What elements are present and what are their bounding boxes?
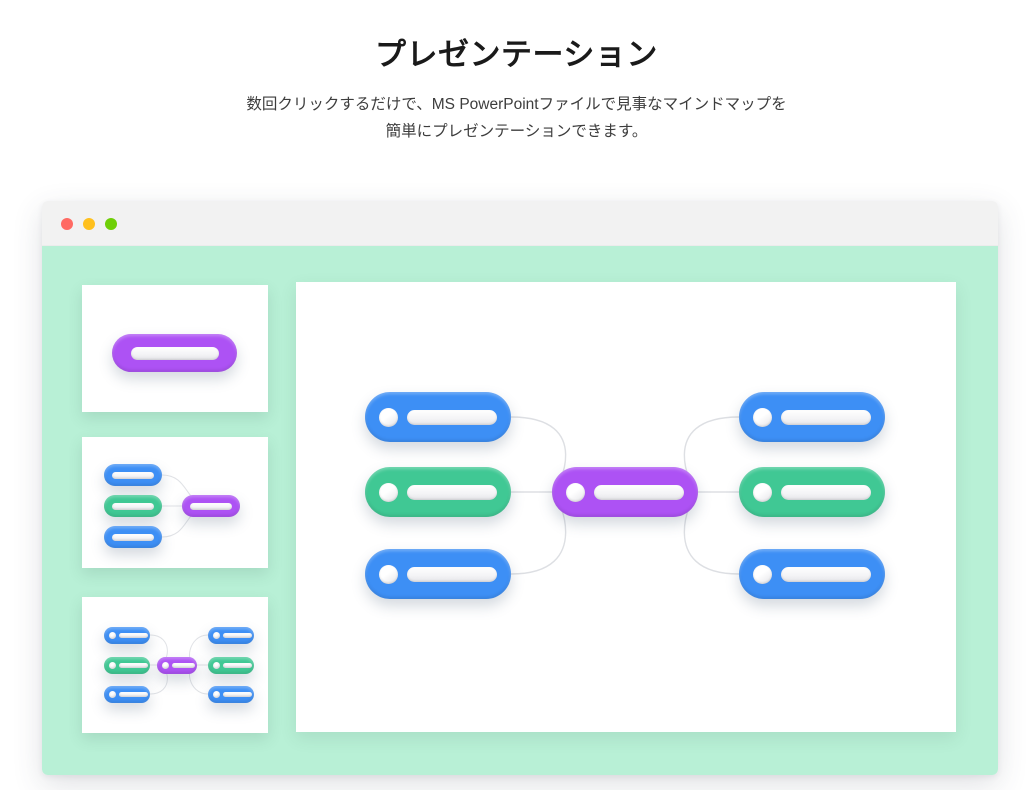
node-label-bar <box>594 484 684 500</box>
mindmap-left-node-1[interactable] <box>365 392 511 442</box>
node-label-bar <box>781 566 871 582</box>
node-label-bar <box>119 663 148 668</box>
node-label-bar <box>223 692 252 697</box>
heading-block: プレゼンテーション 数回クリックするだけで、MS PowerPointファイルで… <box>0 36 1033 145</box>
traffic-light-group <box>61 218 117 230</box>
mindmap-right-node-2[interactable] <box>739 467 885 517</box>
workspace <box>42 246 998 775</box>
node-bullet-icon <box>162 662 169 669</box>
window-title-bar <box>42 201 998 246</box>
mindmap-right-node-3[interactable] <box>739 549 885 599</box>
node-label-bar <box>131 346 219 360</box>
thumb3-left-node-1[interactable] <box>104 627 150 644</box>
node-label-bar <box>190 502 232 510</box>
node-label-bar <box>112 471 154 479</box>
thumb3-right-node-3[interactable] <box>208 686 254 703</box>
thumb3-right-node-2[interactable] <box>208 657 254 674</box>
node-label-bar <box>119 633 148 638</box>
node-bullet-icon <box>379 407 398 427</box>
node-bullet-icon <box>753 482 772 502</box>
node-label-bar <box>223 663 252 668</box>
thumb3-root-node[interactable] <box>157 657 197 674</box>
node-label-bar <box>112 533 154 541</box>
slide-thumbnail-2[interactable] <box>82 437 268 568</box>
thumb2-branch-node-3[interactable] <box>104 526 162 548</box>
node-bullet-icon <box>109 691 116 698</box>
thumb3-left-node-3[interactable] <box>104 686 150 703</box>
node-bullet-icon <box>379 482 398 502</box>
node-label-bar <box>172 663 195 668</box>
thumb3-left-node-2[interactable] <box>104 657 150 674</box>
thumb3-right-node-1[interactable] <box>208 627 254 644</box>
node-bullet-icon <box>213 691 220 698</box>
thumb2-root-node[interactable] <box>182 495 240 517</box>
maximize-icon[interactable] <box>105 218 117 230</box>
thumb2-branch-node-2[interactable] <box>104 495 162 517</box>
mindmap-right-node-1[interactable] <box>739 392 885 442</box>
slide-thumbnail-3[interactable] <box>82 597 268 733</box>
node-label-bar <box>112 502 154 510</box>
thumb1-root-node[interactable] <box>112 334 237 372</box>
mindmap-canvas[interactable] <box>296 282 956 732</box>
slide-thumbnail-rail <box>82 285 268 733</box>
page-title: プレゼンテーション <box>375 37 658 72</box>
mindmap-left-node-2[interactable] <box>365 467 511 517</box>
page-subtitle: 数回クリックするだけで、MS PowerPointファイルで見事なマインドマップ… <box>0 91 1033 145</box>
node-label-bar <box>223 633 252 638</box>
minimize-icon[interactable] <box>83 218 95 230</box>
node-bullet-icon <box>379 564 398 584</box>
node-bullet-icon <box>753 407 772 427</box>
thumb2-branch-node-1[interactable] <box>104 464 162 486</box>
node-bullet-icon <box>753 564 772 584</box>
node-label-bar <box>407 566 497 582</box>
node-bullet-icon <box>109 662 116 669</box>
close-icon[interactable] <box>61 218 73 230</box>
node-bullet-icon <box>109 632 116 639</box>
node-bullet-icon <box>213 662 220 669</box>
page-subtitle-line-2: 簡単にプレゼンテーションできます。 <box>385 122 648 140</box>
node-bullet-icon <box>213 632 220 639</box>
mindmap-root-node[interactable] <box>552 467 698 517</box>
node-label-bar <box>119 692 148 697</box>
slide-thumbnail-1[interactable] <box>82 285 268 412</box>
app-window-mockup <box>42 201 998 775</box>
page-subtitle-line-1: 数回クリックするだけで、MS PowerPointファイルで見事なマインドマップ… <box>246 95 787 113</box>
node-bullet-icon <box>566 482 585 502</box>
node-label-bar <box>781 484 871 500</box>
node-label-bar <box>407 409 497 425</box>
node-label-bar <box>781 409 871 425</box>
node-label-bar <box>407 484 497 500</box>
mindmap-left-node-3[interactable] <box>365 549 511 599</box>
